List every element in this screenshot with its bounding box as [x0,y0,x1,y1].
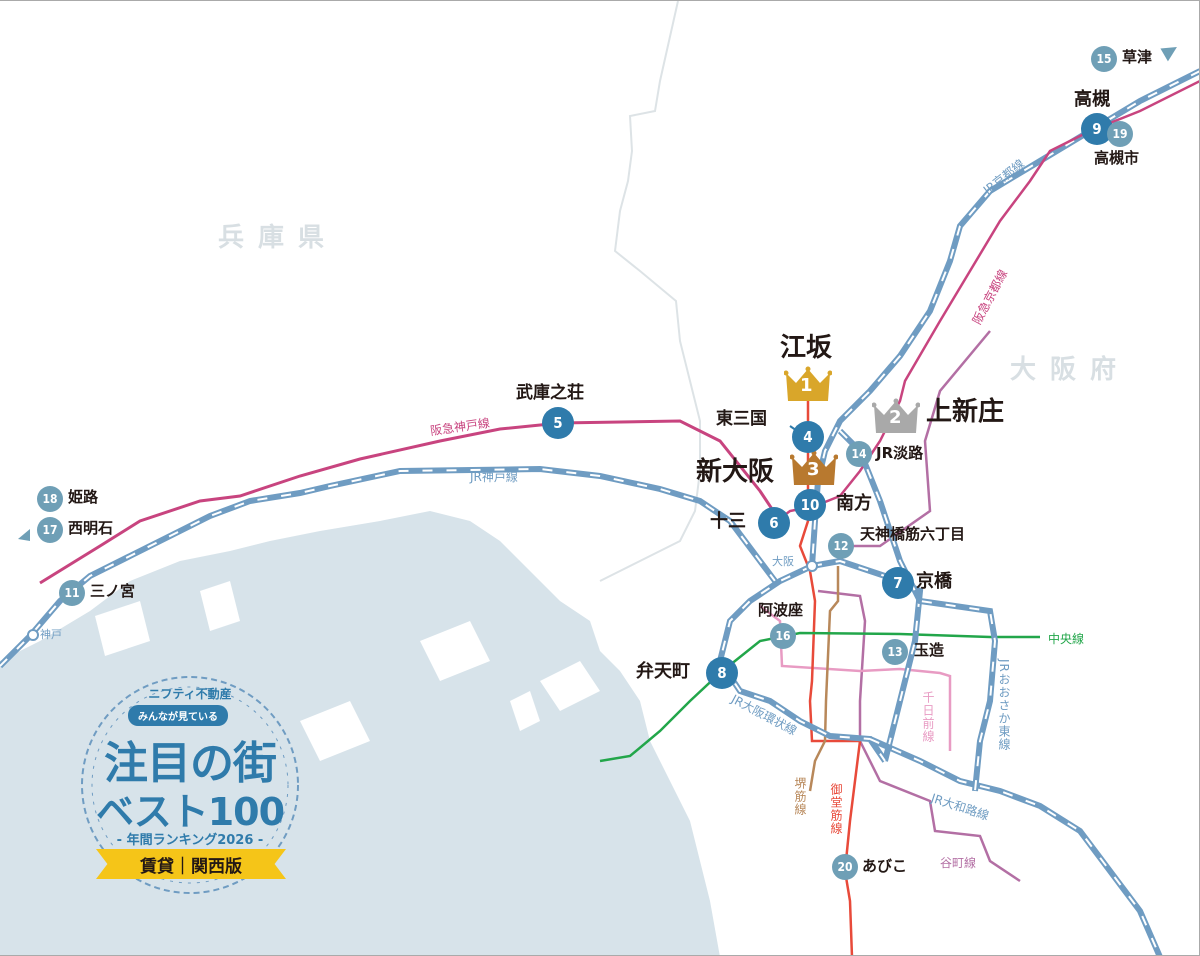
rank-1-number: 1 [800,375,813,396]
rank-3-name: 新大阪 [696,457,775,487]
logo-bubble: みんなが見ている [128,705,228,726]
station-name-4: 東三国 [716,409,767,429]
prefecture-label-hyogo: 兵庫県 [218,223,339,253]
west-arrow-icon [18,529,30,541]
station-marker-11[interactable]: 11 [59,580,85,606]
logo-ribbon: 賃貸｜関西版 [96,849,286,879]
east-arrow-icon [1160,47,1177,62]
station-name-18: 姫路 [68,488,99,506]
rank-2-name: 上新庄 [926,397,1005,427]
station-marker-14[interactable]: 14 [846,441,872,467]
line-label-jr-osaka-higashi: JRおおさか東線 [997,659,1011,751]
station-name-16: 阿波座 [758,601,804,619]
station-marker-15[interactable]: 15 [1091,46,1117,72]
station-name-8: 弁天町 [636,661,690,682]
station-marker-16[interactable]: 16 [770,623,796,649]
logo-subtitle: - 年間ランキング2026 - [116,833,264,848]
line-label-jr-kobe: JR神戸線 [470,470,518,484]
station-name-20: あびこ [862,857,908,875]
station-name-11: 三ノ宮 [90,582,136,600]
station-name-6: 十三 [710,511,746,532]
line-label-chuo: 中央線 [1048,632,1085,646]
prefecture-border [599,1,701,582]
logo-brand: ニフティ不動産 [148,687,232,701]
station-marker-18[interactable]: 18 [37,486,63,512]
station-name-19: 高槻市 [1094,149,1140,167]
station-marker-12[interactable]: 12 [828,533,854,559]
chuo-line [599,631,1040,763]
station-name-15: 草津 [1122,48,1153,66]
station-marker-17[interactable]: 17 [37,517,63,543]
ranking-logo-badge: ニフティ不動産 みんなが見ている 注目の街 ベスト100 - 年間ランキング20… [70,657,310,917]
jr-kyoto-line [809,68,1199,567]
line-label-tanimachi: 谷町線 [940,856,977,870]
logo-title-line1: 注目の街 [104,738,277,789]
station-marker-6[interactable]: 6 [758,507,790,539]
rank-3-number: 3 [807,459,820,480]
hankyu-kyoto-line [769,80,1199,527]
line-label-sakaisuji: 堺筋線 [793,777,807,816]
line-label-sennichimae: 千日前線 [921,691,935,743]
station-name-5: 武庫之荘 [516,383,584,403]
station-name-10: 南方 [836,493,872,514]
station-marker-13[interactable]: 13 [882,639,908,665]
station-name-13: 玉造 [914,641,945,659]
sakaisuji-line [808,566,840,792]
rank-2-number: 2 [889,407,902,428]
station-marker-7[interactable]: 7 [882,567,914,599]
crown-gold-icon [784,366,832,401]
hankyu-kobe-line [39,419,782,585]
station-name-17: 西明石 [68,519,114,537]
crown-silver-icon [872,398,920,433]
crown-bronze-icon [790,450,838,485]
station-marker-19[interactable]: 19 [1107,121,1133,147]
station-name-7: 京橋 [916,571,952,592]
prefecture-label-osaka: 大阪府 [1010,355,1131,385]
line-label-midosuji: 御堂筋線 [829,783,843,835]
station-name-14: JR淡路 [876,444,924,462]
logo-title-line2: ベスト100 [95,790,285,834]
station-name-12: 天神橋筋六丁目 [860,525,966,543]
station-marker-8[interactable]: 8 [706,657,738,689]
station-name-9: 高槻 [1074,89,1110,110]
station-marker-20[interactable]: 20 [832,854,858,880]
rank-1-name: 江坂 [780,333,833,363]
landmark-kobe: 神戸 [40,628,62,641]
townscape-ring-icon [81,676,299,894]
station-marker-4[interactable]: 4 [792,421,824,453]
station-marker-10[interactable]: 10 [794,489,826,521]
jr-yamatoji-line [868,736,1163,955]
station-marker-5[interactable]: 5 [542,407,574,439]
landmark-osaka: 大阪 [772,555,794,568]
